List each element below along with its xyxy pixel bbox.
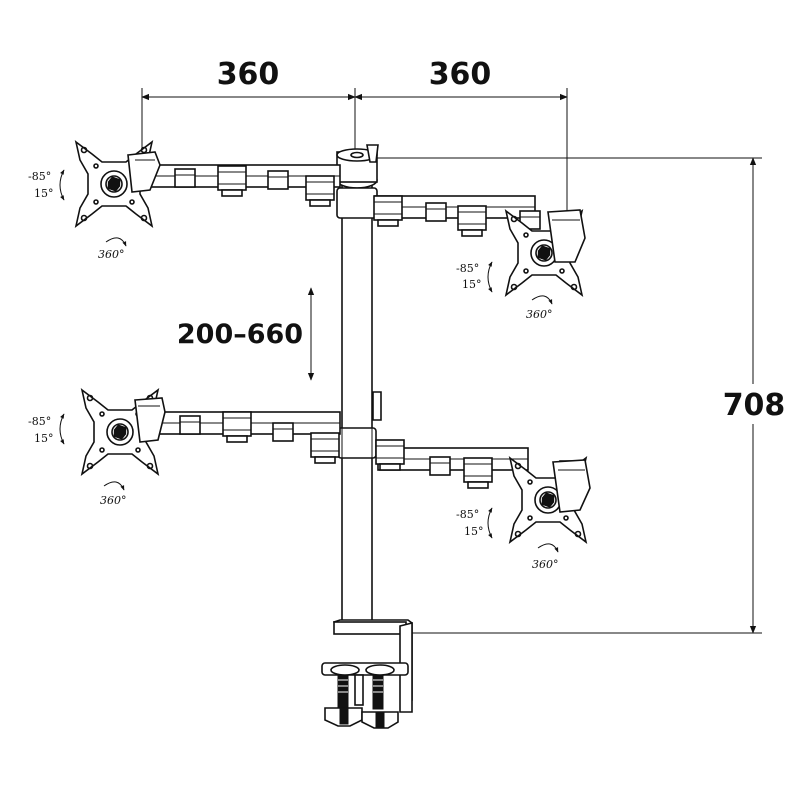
right-span-label: 360 (429, 57, 492, 92)
tilt-down-label: -85° (28, 415, 51, 428)
vesa-plate-upper-left (75, 141, 161, 227)
rotation-annotation-upper-left: 360° (98, 237, 127, 261)
rotation-annotation-lower-left: 360° (100, 481, 127, 507)
rotation-label: 360° (526, 308, 553, 321)
desk-clamp (321, 619, 413, 729)
tilt-up-label: 15° (462, 278, 482, 291)
tilt-up-label: 15° (34, 432, 54, 445)
height-adjust-label: 200–660 (177, 319, 303, 350)
upper-arm-assembly (149, 164, 541, 237)
tilt-down-label: -85° (456, 262, 479, 275)
rotation-label: 360° (98, 248, 125, 261)
rotation-label: 360° (100, 494, 127, 507)
height-adjust-dimension: 200–660 (177, 287, 315, 381)
tilt-annotation-lower-right: -85° 15° (456, 507, 493, 539)
total-height-label: 708 (723, 388, 786, 423)
tilt-up-label: 15° (464, 525, 484, 538)
tilt-down-label: -85° (28, 170, 51, 183)
left-span-label: 360 (217, 57, 280, 92)
tilt-up-label: 15° (34, 187, 54, 200)
tilt-annotation-upper-left: -85° 15° (28, 169, 65, 201)
vesa-plate-lower-left (81, 389, 166, 475)
mount-pole (336, 144, 382, 626)
tilt-down-label: -85° (456, 508, 479, 521)
vesa-plate-lower-right (509, 457, 591, 543)
height-dimension: 708 (375, 157, 786, 634)
tilt-annotation-lower-left: -85° 15° (28, 413, 65, 445)
top-dimension: 360 360 (141, 57, 568, 225)
rotation-annotation-lower-right: 360° (532, 543, 559, 571)
vesa-plate-upper-right (505, 209, 586, 296)
rotation-label: 360° (532, 558, 559, 571)
tilt-annotation-upper-right: -85° 15° (456, 261, 493, 293)
rotation-annotation-upper-right: 360° (526, 295, 553, 321)
